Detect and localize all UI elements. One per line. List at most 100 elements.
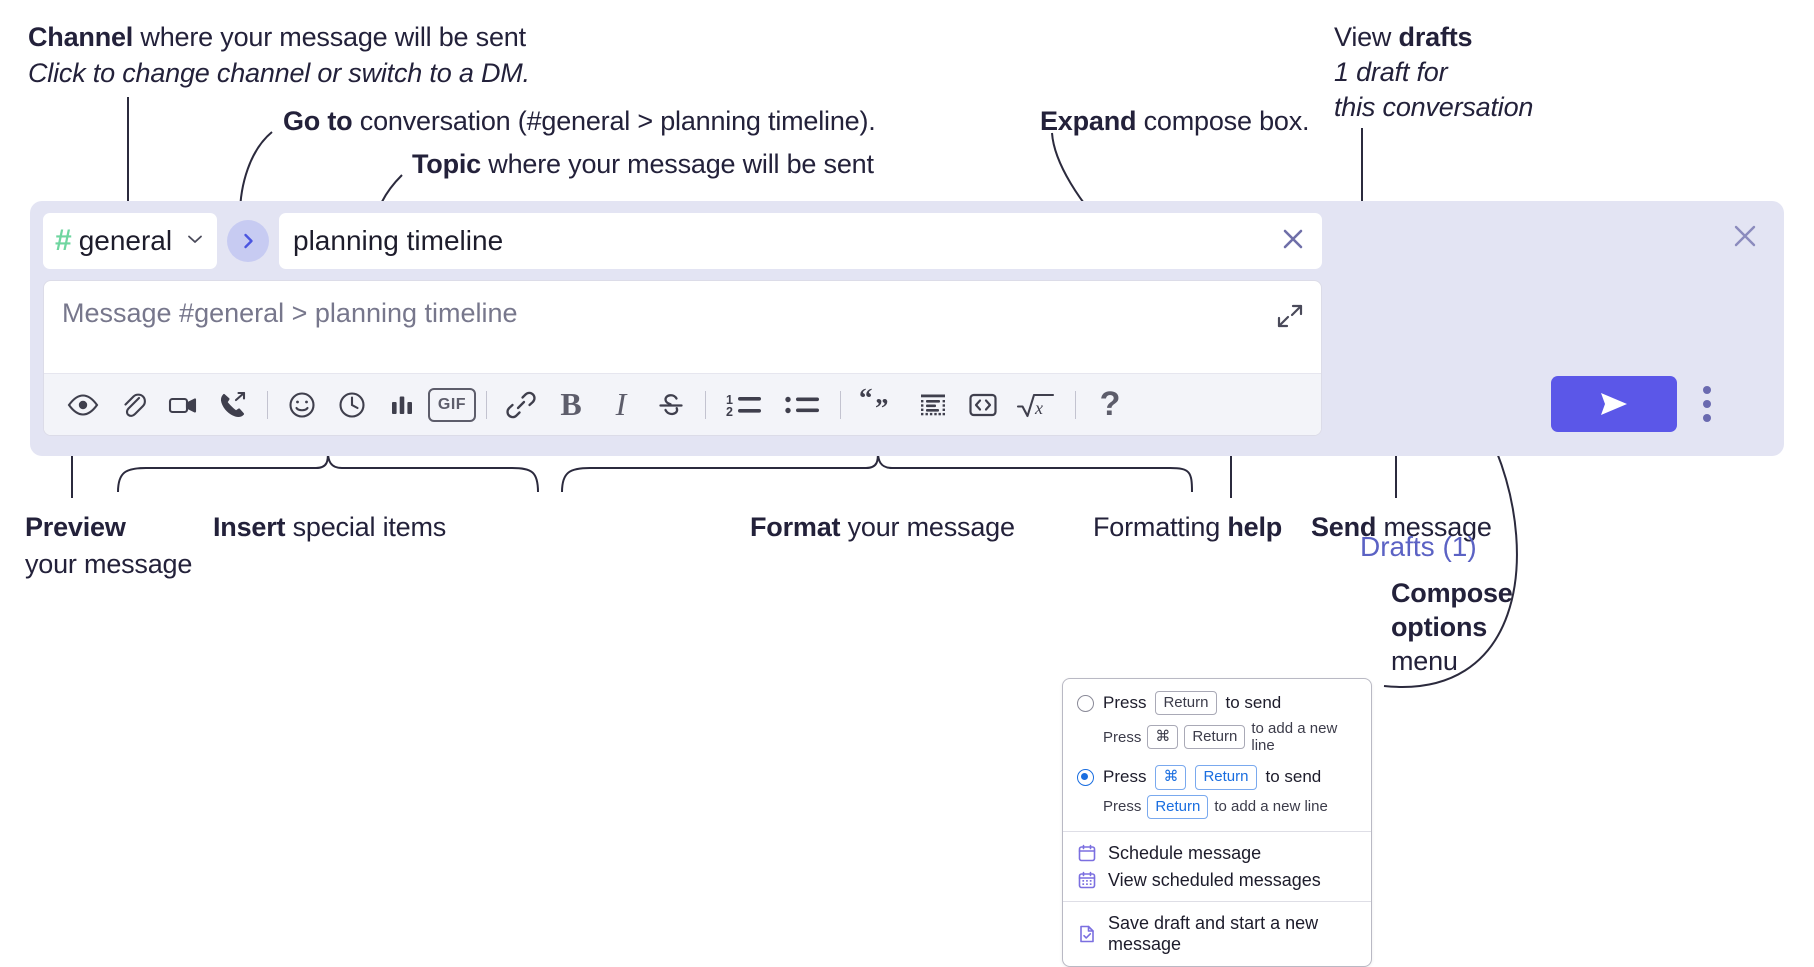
option1-sub-key2: Return (1184, 725, 1246, 750)
emoji-icon[interactable] (277, 382, 327, 428)
annotation-preview: Preview your message (25, 512, 192, 581)
send-button[interactable] (1551, 376, 1677, 432)
menu-radio-option-1[interactable]: Press Return to send (1063, 691, 1371, 716)
annotation-channel-rest: where your message will be sent (133, 22, 526, 52)
menu-item-save-draft[interactable]: Save draft and start a new message (1063, 902, 1371, 966)
annotation-compose-l1: Compose (1391, 578, 1513, 608)
preview-icon[interactable] (58, 382, 108, 428)
radio-icon[interactable] (1077, 694, 1094, 712)
strikethrough-icon[interactable] (646, 382, 696, 428)
annotation-channel: Channel where your message will be sent … (28, 22, 530, 90)
chevron-down-icon (185, 229, 205, 254)
option2-prefix: Press (1103, 767, 1147, 787)
annotation-channel-sub: Click to change channel or switch to a D… (28, 57, 530, 88)
video-icon[interactable] (158, 382, 208, 428)
clock-icon[interactable] (327, 382, 377, 428)
annotation-insert: Insert special items (213, 512, 446, 544)
radio-icon-selected[interactable] (1077, 768, 1094, 786)
separator (267, 390, 268, 419)
phone-forward-icon[interactable] (208, 382, 258, 428)
italic-label: I (615, 386, 627, 422)
help-icon[interactable]: ? (1085, 382, 1135, 428)
calendar-grid-icon (1077, 870, 1097, 890)
annotation-drafts-l2: 1 draft for (1334, 56, 1448, 87)
compose-inner: # general planning timeline Message #gen… (43, 213, 1322, 436)
annotation-drafts-l3: this conversation (1334, 91, 1534, 122)
dot (1703, 414, 1711, 422)
separator (705, 390, 706, 419)
annotation-insert-rest: special items (285, 512, 447, 542)
italic-icon[interactable]: I (596, 382, 646, 428)
option2-sub-prefix: Press (1103, 798, 1142, 816)
option1-prefix: Press (1103, 693, 1147, 713)
topic-value: planning timeline (293, 225, 504, 256)
drafts-link[interactable]: Drafts (1) (1360, 531, 1477, 562)
compose-options-button[interactable] (1692, 384, 1722, 424)
annotation-expand-bold: Expand (1040, 106, 1137, 136)
expand-icon[interactable] (1275, 301, 1305, 336)
message-placeholder: Message #general > planning timeline (62, 298, 518, 328)
menu-divider (1063, 900, 1371, 902)
separator (840, 390, 841, 419)
annotation-topic: Topic where your message will be sent (412, 149, 874, 181)
menu-item-label: Save draft and start a new message (1108, 912, 1319, 954)
channel-name: general (78, 225, 173, 256)
annotation-send-bold: Send (1311, 512, 1377, 542)
bold-icon[interactable]: B (546, 382, 596, 428)
annotation-connectors (67, 97, 1518, 688)
menu-divider (1063, 830, 1371, 832)
close-icon[interactable] (1278, 224, 1308, 259)
dot (1703, 386, 1711, 394)
topic-input[interactable]: planning timeline (279, 213, 1322, 269)
annotation-topic-rest: where your message will be sent (481, 149, 874, 179)
compose-header-row: # general planning timeline (43, 213, 1322, 269)
annotation-help-normal: Formatting (1093, 512, 1228, 542)
message-input[interactable]: Message #general > planning timeline (44, 281, 1321, 373)
compose-options-menu: Press Return to send Press ⌘ Return to a… (1062, 678, 1372, 967)
annotation-insert-bold: Insert (213, 512, 286, 542)
message-box: Message #general > planning timeline (43, 280, 1322, 436)
close-icon[interactable] (1728, 219, 1762, 258)
annotation-drafts-normal: View (1334, 22, 1399, 52)
link-icon[interactable] (496, 382, 546, 428)
menu-item-label: View scheduled messages (1108, 869, 1321, 890)
gif-icon[interactable]: GIF (427, 382, 477, 428)
separator (486, 390, 487, 419)
ordered-list-icon[interactable]: 1 2 (715, 382, 773, 428)
channel-selector[interactable]: # general (43, 213, 217, 269)
annotation-drafts: View drafts 1 draft for this conversatio… (1334, 22, 1533, 124)
inline-code-icon[interactable] (958, 382, 1008, 428)
option2-key1: ⌘ (1155, 765, 1187, 790)
compose-widget: # general planning timeline Message #gen… (30, 201, 1784, 562)
menu-item-view-scheduled-messages[interactable]: View scheduled messages (1063, 867, 1371, 901)
hash-icon: # (55, 224, 72, 257)
dot (1703, 400, 1711, 408)
gif-label: GIF (428, 387, 476, 422)
math-icon[interactable]: x (1008, 382, 1066, 428)
bar-chart-icon[interactable] (377, 382, 427, 428)
annotation-channel-bold: Channel (28, 22, 134, 52)
menu-radio-option-2[interactable]: Press ⌘ Return to send (1063, 765, 1371, 790)
annotation-formatting-help: Formatting help (1093, 512, 1282, 544)
annotation-help-bold: help (1227, 512, 1283, 542)
separator (1075, 390, 1076, 419)
goto-conversation-button[interactable] (227, 220, 269, 262)
option1-sub-suffix: to add a new line (1251, 720, 1338, 755)
option1-sub-key1: ⌘ (1147, 725, 1179, 750)
option1-suffix: to send (1225, 693, 1282, 713)
annotation-expand: Expand compose box. (1040, 106, 1310, 138)
annotation-compose-options: Compose options menu (1391, 578, 1513, 678)
attachment-icon[interactable] (108, 382, 158, 428)
bold-label: B (560, 386, 582, 422)
bullet-list-icon[interactable] (773, 382, 831, 428)
calendar-icon (1077, 843, 1097, 863)
help-label: ? (1099, 385, 1121, 423)
menu-item-schedule-message[interactable]: Schedule message (1063, 832, 1371, 867)
annotation-drafts-bold: drafts (1398, 22, 1473, 52)
code-block-icon[interactable] (908, 382, 958, 428)
annotation-topic-bold: Topic (412, 149, 481, 179)
svg-text:“: “ (859, 388, 873, 413)
annotation-format: Format your message (750, 512, 1015, 544)
annotation-expand-rest: compose box. (1136, 106, 1310, 136)
blockquote-icon[interactable]: “ ” (850, 382, 908, 428)
